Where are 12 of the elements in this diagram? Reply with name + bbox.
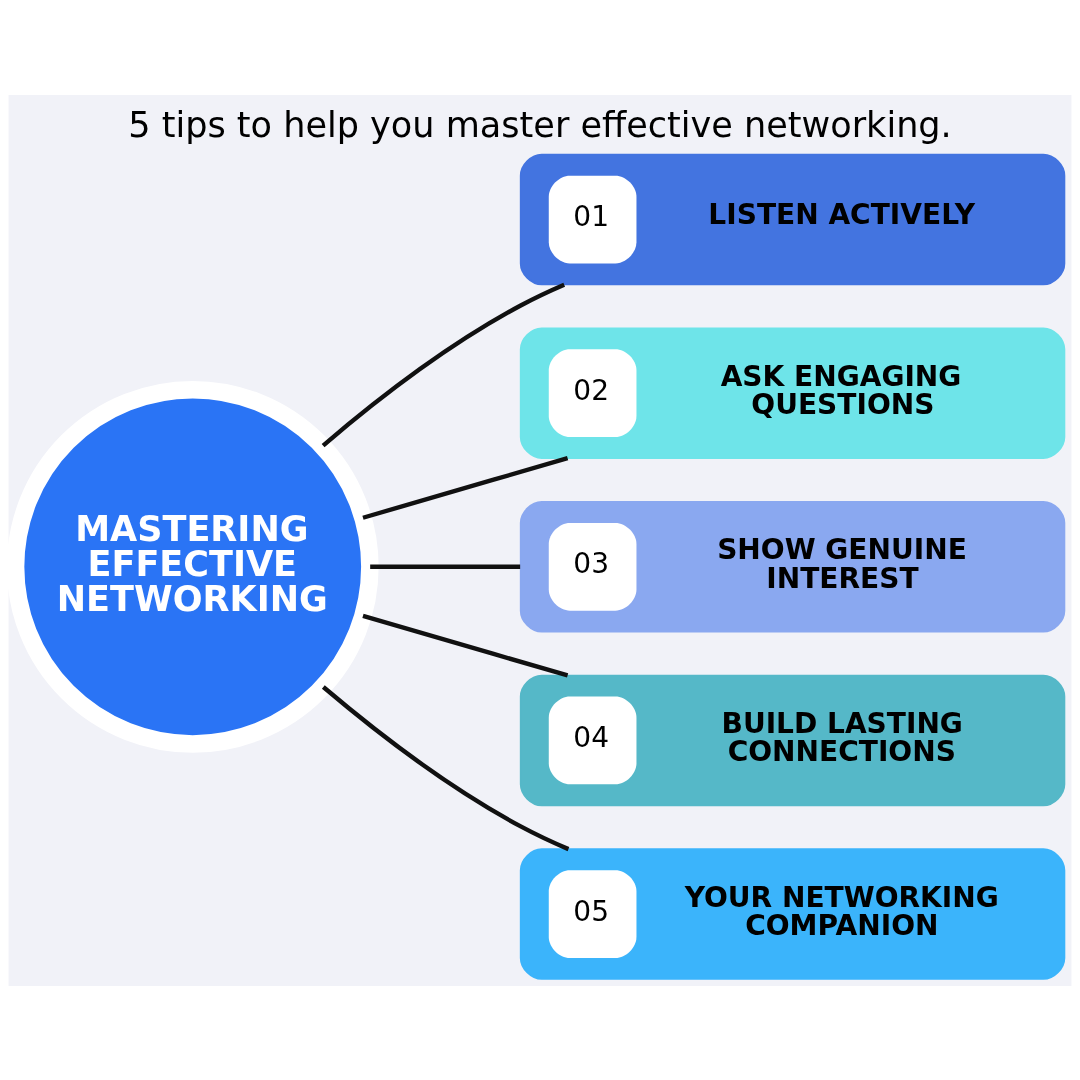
node-box: 04 BUILD LASTING CONNECTIONS xyxy=(519,674,1066,806)
node-circle: MASTERING EFFECTIVE NETWORKING xyxy=(8,380,379,753)
connector xyxy=(370,564,521,569)
connector xyxy=(321,684,570,851)
node-box: 01 LISTEN ACTIVELY xyxy=(519,153,1066,285)
connector xyxy=(362,613,569,678)
diagram-title: 5 tips to help you master effective networking. xyxy=(128,103,952,145)
node-box: 05 YOUR NETWORKING COMPANION xyxy=(519,847,1066,980)
node-box: 03 SHOW GENUINE INTEREST xyxy=(519,500,1066,633)
connector xyxy=(321,282,566,447)
connector xyxy=(362,455,569,520)
node-box: 02 ASK ENGAGING QUESTIONS xyxy=(519,326,1066,459)
